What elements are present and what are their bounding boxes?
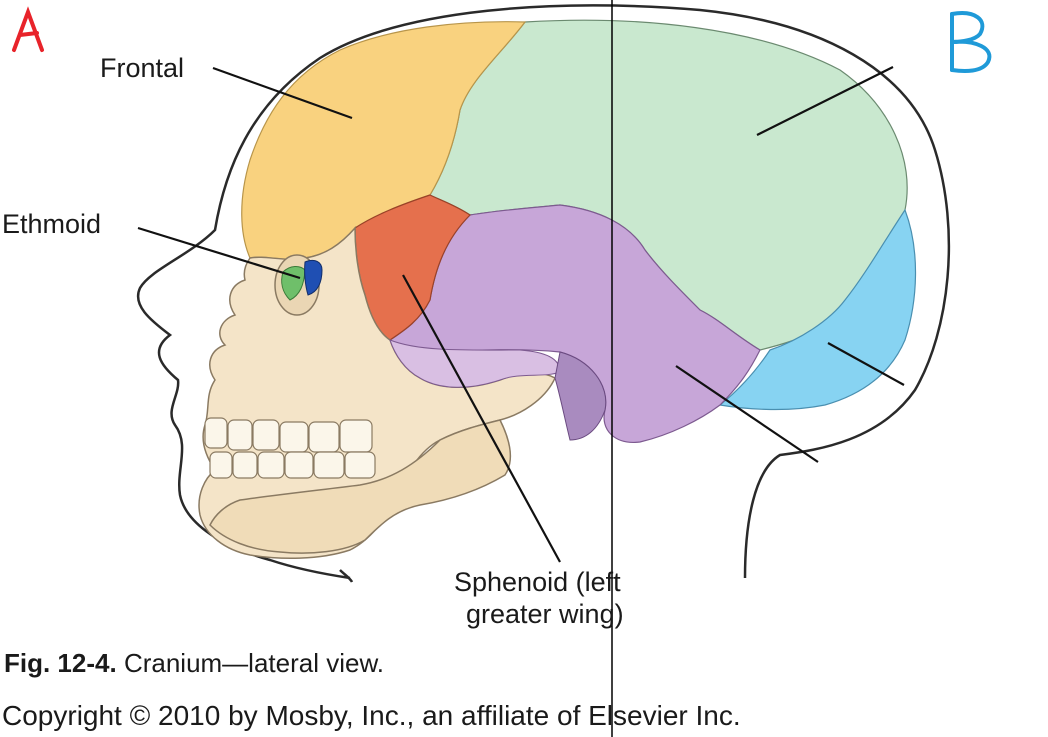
leader-sphenoid: [402, 274, 561, 563]
leader-temporal: [675, 365, 819, 463]
label-frontal: Frontal: [100, 53, 185, 83]
mastoid-process: [554, 351, 607, 441]
leader-occipital: [827, 342, 905, 386]
leader-parietal: [756, 66, 894, 136]
figure-title: Cranium—lateral view.: [123, 648, 385, 678]
ethmoid-blue-patch: [304, 259, 323, 296]
occipital-bone: [718, 208, 917, 411]
head-outline: [137, 4, 951, 580]
zygomatic-arch: [389, 339, 561, 388]
label-sphenoid-line1: Sphenoid (left: [454, 567, 621, 597]
mark-a: A: [10, 0, 11, 1]
teeth: [204, 417, 376, 479]
leader-ethmoid: [137, 226, 301, 280]
chin-line: [339, 569, 354, 583]
leader-frontal: [212, 66, 353, 120]
mandible: [209, 419, 512, 554]
mark-a-glyph: [12, 6, 44, 52]
mark-b: B: [948, 0, 949, 1]
copyright-notice: Copyright © 2010 by Mosby, Inc., an affi…: [2, 700, 741, 731]
figure-caption: Fig. 12-4. Cranium—lateral view.: [4, 648, 384, 679]
figure-number: Fig. 12-4.: [4, 648, 117, 678]
mark-b-glyph: [950, 11, 992, 73]
leader-lines: [137, 66, 905, 563]
label-ethmoid: Ethmoid: [2, 209, 102, 239]
label-sphenoid-line2: greater wing): [466, 599, 624, 629]
